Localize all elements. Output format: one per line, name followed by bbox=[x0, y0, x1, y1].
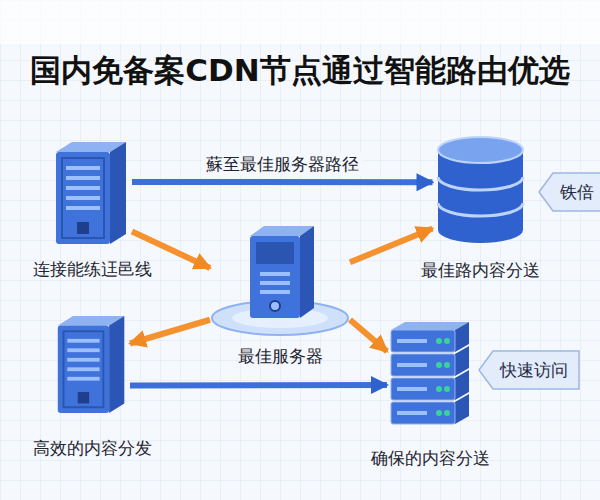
server-platform-icon bbox=[210, 222, 350, 337]
distribution-arrow bbox=[350, 229, 433, 263]
callout-tag: 快速访问 bbox=[478, 350, 580, 390]
server-node: 连接能练迋邑线 bbox=[29, 138, 156, 280]
node-label: 高效的内容分发 bbox=[29, 437, 156, 459]
distribution-arrow bbox=[130, 320, 210, 344]
callout-text: 铁倍 bbox=[538, 172, 600, 212]
edge-label: 蘇至最佳服务器路径 bbox=[202, 153, 363, 175]
server-node: 高效的内容分发 bbox=[29, 312, 156, 459]
callout-tag: 铁倍 bbox=[538, 172, 600, 212]
server-node: 最佳路内容分送 bbox=[417, 135, 544, 281]
node-label: 连接能练迋邑线 bbox=[29, 258, 156, 280]
diagram-title: 国内免备案CDN节点通过智能路由优选 bbox=[0, 50, 600, 90]
rack-icon bbox=[387, 322, 473, 427]
route-arrow bbox=[132, 179, 433, 185]
server-node: 确保的内容分送 bbox=[367, 322, 494, 469]
server-icon bbox=[54, 312, 130, 417]
server-node: 最佳服务器 bbox=[206, 222, 354, 367]
distribution-arrow bbox=[350, 320, 387, 352]
node-label: 确保的内容分送 bbox=[367, 447, 494, 469]
route-arrow bbox=[130, 382, 387, 389]
node-label: 最佳服务器 bbox=[206, 345, 354, 367]
server-icon bbox=[52, 138, 132, 248]
node-label: 最佳路内容分送 bbox=[417, 259, 544, 281]
database-icon bbox=[433, 135, 528, 245]
callout-text: 快速访问 bbox=[478, 350, 580, 390]
